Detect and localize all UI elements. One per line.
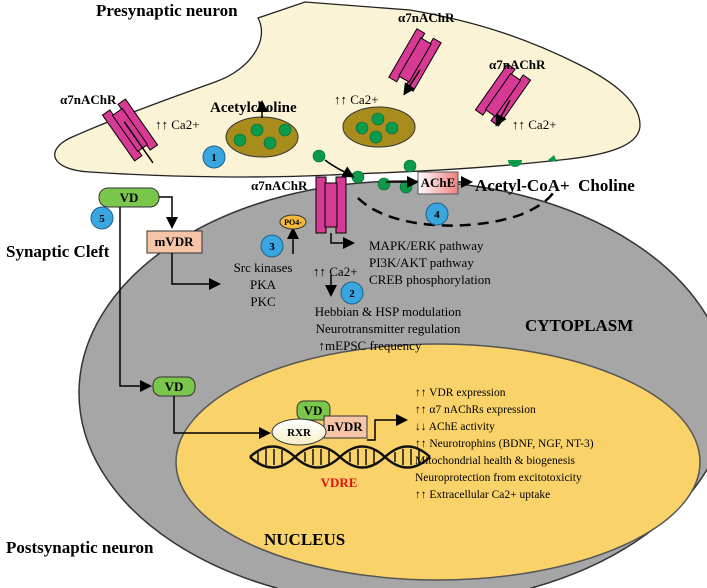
postsynaptic-receptor	[315, 176, 347, 234]
svg-text:Hebbian & HSP modulation: Hebbian & HSP modulation	[315, 304, 462, 319]
rxr-ellipse	[271, 418, 327, 446]
pathway-list: MAPK/ERK pathway PI3K/AKT pathway CREB p…	[369, 238, 491, 287]
kinase-list: Src kinases PKA PKC	[234, 260, 293, 309]
ca-up-label: ↑↑ Ca2+	[512, 117, 557, 132]
choline-fragment	[548, 155, 557, 162]
products-label: Acetyl-CoA+ Choline	[475, 176, 635, 195]
mvdr-box	[146, 230, 203, 254]
svg-text:3: 3	[269, 241, 275, 253]
svg-text:Neurotransmitter regulation: Neurotransmitter regulation	[316, 321, 461, 336]
svg-text:↑mEPSC frequency: ↑mEPSC frequency	[319, 338, 422, 353]
svg-text:CREB phosphorylation: CREB phosphorylation	[369, 272, 491, 287]
presynaptic-receptor	[474, 63, 532, 127]
dna-rungs	[257, 449, 420, 465]
svg-text:Src kinases: Src kinases	[234, 260, 293, 275]
svg-text:4: 4	[434, 209, 440, 221]
ca-up-label: ↑↑ Ca2+	[155, 117, 200, 132]
ache-box	[417, 171, 459, 195]
vesicle	[342, 106, 416, 148]
po4-badge	[279, 214, 307, 230]
synaptic-cleft-label: Synaptic Cleft	[6, 242, 110, 261]
nvdr-label: nVDR	[327, 419, 363, 434]
step-marker-2: 2	[340, 281, 364, 305]
svg-text:↑↑ Extracellular Ca2+ uptake: ↑↑ Extracellular Ca2+ uptake	[415, 489, 550, 501]
svg-text:↓↓ AChE activity: ↓↓ AChE activity	[415, 421, 495, 433]
postsynaptic-label: Postsynaptic neuron	[6, 538, 154, 557]
step-marker-5: 5	[90, 206, 114, 230]
effects-list: Hebbian & HSP modulation Neurotransmitte…	[315, 304, 462, 353]
acetylcholine-label: Acetylcholine	[210, 100, 297, 116]
svg-text:↑↑ Neurotrophins (BDNF, NGF, N: ↑↑ Neurotrophins (BDNF, NGF, NT-3)	[415, 438, 594, 450]
receptor-label: α7nAChR	[251, 178, 308, 193]
ca-up-label: ↑↑ Ca2+	[334, 92, 379, 107]
presynaptic-label: Presynaptic neuron	[96, 1, 238, 20]
step-marker-1: 1	[202, 145, 226, 169]
receptor-label: α7nAChR	[489, 57, 546, 72]
step-marker-4: 4	[425, 202, 449, 226]
vd-pill-nucleus	[296, 400, 331, 421]
svg-text:↑↑ VDR expression: ↑↑ VDR expression	[415, 387, 506, 399]
nucleus-label: NUCLEUS	[264, 530, 345, 549]
ache-label: AChE	[421, 175, 456, 190]
svg-text:PKA: PKA	[250, 277, 277, 292]
receptor-label: α7nAChR	[398, 10, 455, 25]
vd-label: VD	[304, 403, 323, 418]
svg-text:PI3K/AKT pathway: PI3K/AKT pathway	[369, 255, 474, 270]
acetylcholine-molecules	[233, 112, 417, 194]
svg-text:1: 1	[211, 152, 217, 164]
step-marker-3: 3	[260, 234, 284, 258]
presynaptic-receptor	[101, 98, 159, 164]
svg-text:Neuroprotection from excitotox: Neuroprotection from excitotoxicity	[415, 472, 582, 484]
rxr-label: RXR	[287, 427, 312, 439]
choline-fragment	[508, 160, 522, 167]
mvdr-label: mVDR	[155, 234, 195, 249]
dna-helix	[249, 445, 431, 469]
vd-label: VD	[165, 379, 184, 394]
svg-text:↑↑ α7 nAChRs expression: ↑↑ α7 nAChRs expression	[415, 404, 536, 416]
po4-label: PO4-	[284, 218, 302, 227]
vdre-label: VDRE	[321, 475, 358, 490]
post-ca-label: ↑↑ Ca2+	[313, 264, 358, 279]
svg-text:2: 2	[349, 288, 355, 300]
nucleus-effects-list: ↑↑ VDR expression ↑↑ α7 nAChRs expressio…	[415, 387, 594, 501]
svg-text:Mitochondrial health & biogene: Mitochondrial health & biogenesis	[415, 455, 576, 467]
svg-text:MAPK/ERK pathway: MAPK/ERK pathway	[369, 238, 484, 253]
receptor-label: α7nAChR	[60, 92, 117, 107]
vd-label: VD	[120, 190, 139, 205]
svg-text:5: 5	[99, 213, 105, 225]
svg-text:PKC: PKC	[250, 294, 275, 309]
presynaptic-shape	[54, 1, 641, 178]
cytoplasm-label: CYTOPLASM	[525, 316, 633, 335]
